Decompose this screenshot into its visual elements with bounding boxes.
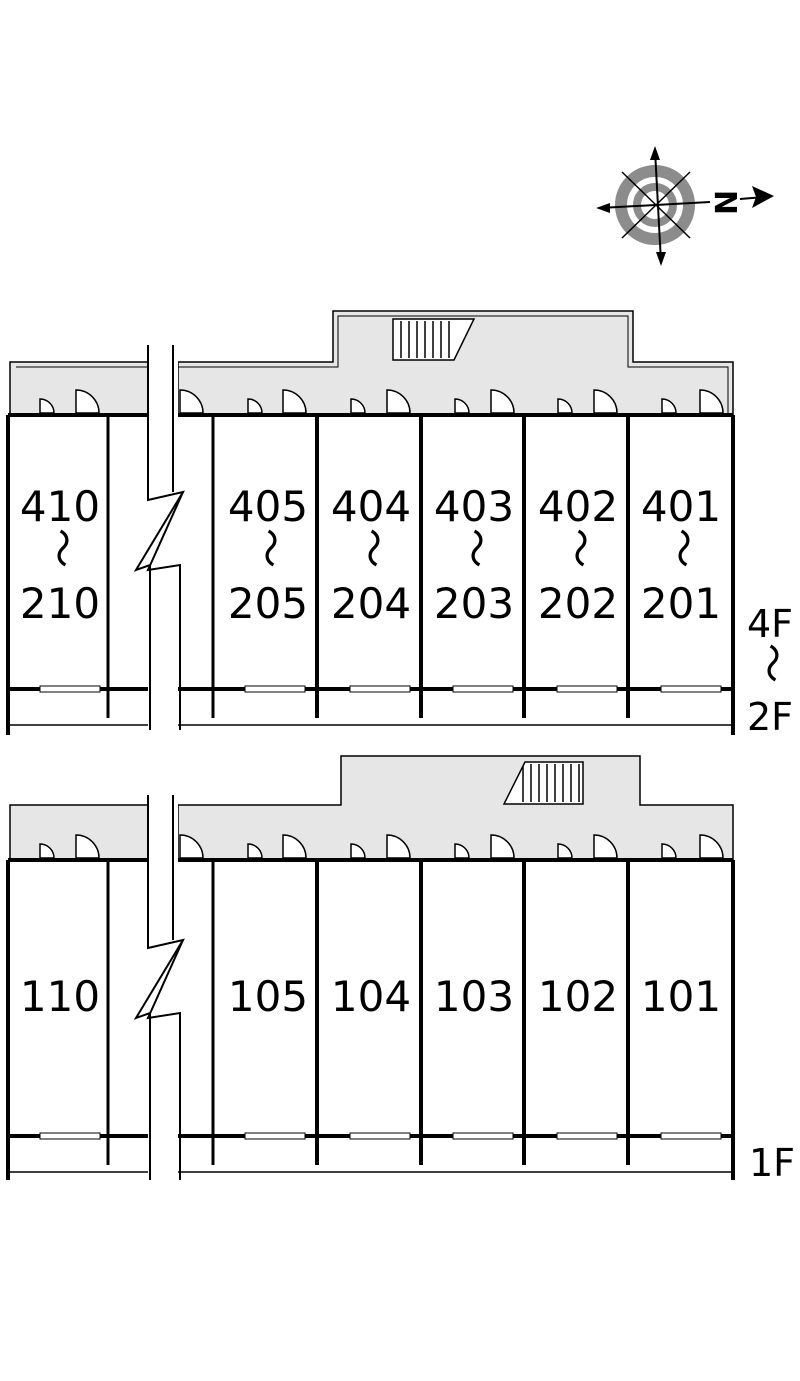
unit-label-201: 201: [641, 579, 721, 628]
unit-label-105: 105: [228, 972, 308, 1021]
unit-label-210: 210: [20, 579, 100, 628]
unit-label-101: 101: [641, 972, 721, 1021]
unit-range-mark: 〜: [452, 528, 498, 568]
unit-label-410: 410: [20, 482, 100, 531]
unit-label-102: 102: [538, 972, 618, 1021]
unit-range-mark: 〜: [349, 528, 395, 568]
unit-range-mark: 〜: [246, 528, 292, 568]
unit-range-mark: 〜: [659, 528, 705, 568]
north-letter: N: [710, 190, 745, 215]
unit-label-204: 204: [331, 579, 411, 628]
compass-rose-icon: [596, 146, 774, 266]
unit-label-404: 404: [331, 482, 411, 531]
unit-range-mark: 〜: [38, 528, 84, 568]
unit-label-104: 104: [331, 972, 411, 1021]
unit-label-110: 110: [20, 972, 100, 1021]
unit-label-205: 205: [228, 579, 308, 628]
unit-label-401: 401: [641, 482, 721, 531]
stairs-icon: [392, 318, 476, 361]
floor-label-4f: 4F: [747, 602, 793, 646]
door-icons: [39, 389, 724, 414]
unit-label-403: 403: [434, 482, 514, 531]
unit-label-202: 202: [538, 579, 618, 628]
unit-label-203: 203: [434, 579, 514, 628]
floor-range-mark: 〜: [748, 643, 794, 683]
unit-label-103: 103: [434, 972, 514, 1021]
door-icons: [39, 834, 724, 859]
unit-label-402: 402: [538, 482, 618, 531]
floor-label-2f: 2F: [747, 695, 793, 739]
unit-range-mark: 〜: [556, 528, 602, 568]
upper-block: 410 〜 210 405 〜 205 404 〜 204 403 〜 203 …: [6, 310, 794, 739]
stairs-icon: [502, 761, 584, 805]
lower-block: 110 105 104 103 102 101 1F: [6, 755, 795, 1185]
floor-label-1f: 1F: [749, 1141, 795, 1185]
unit-label-405: 405: [228, 482, 308, 531]
